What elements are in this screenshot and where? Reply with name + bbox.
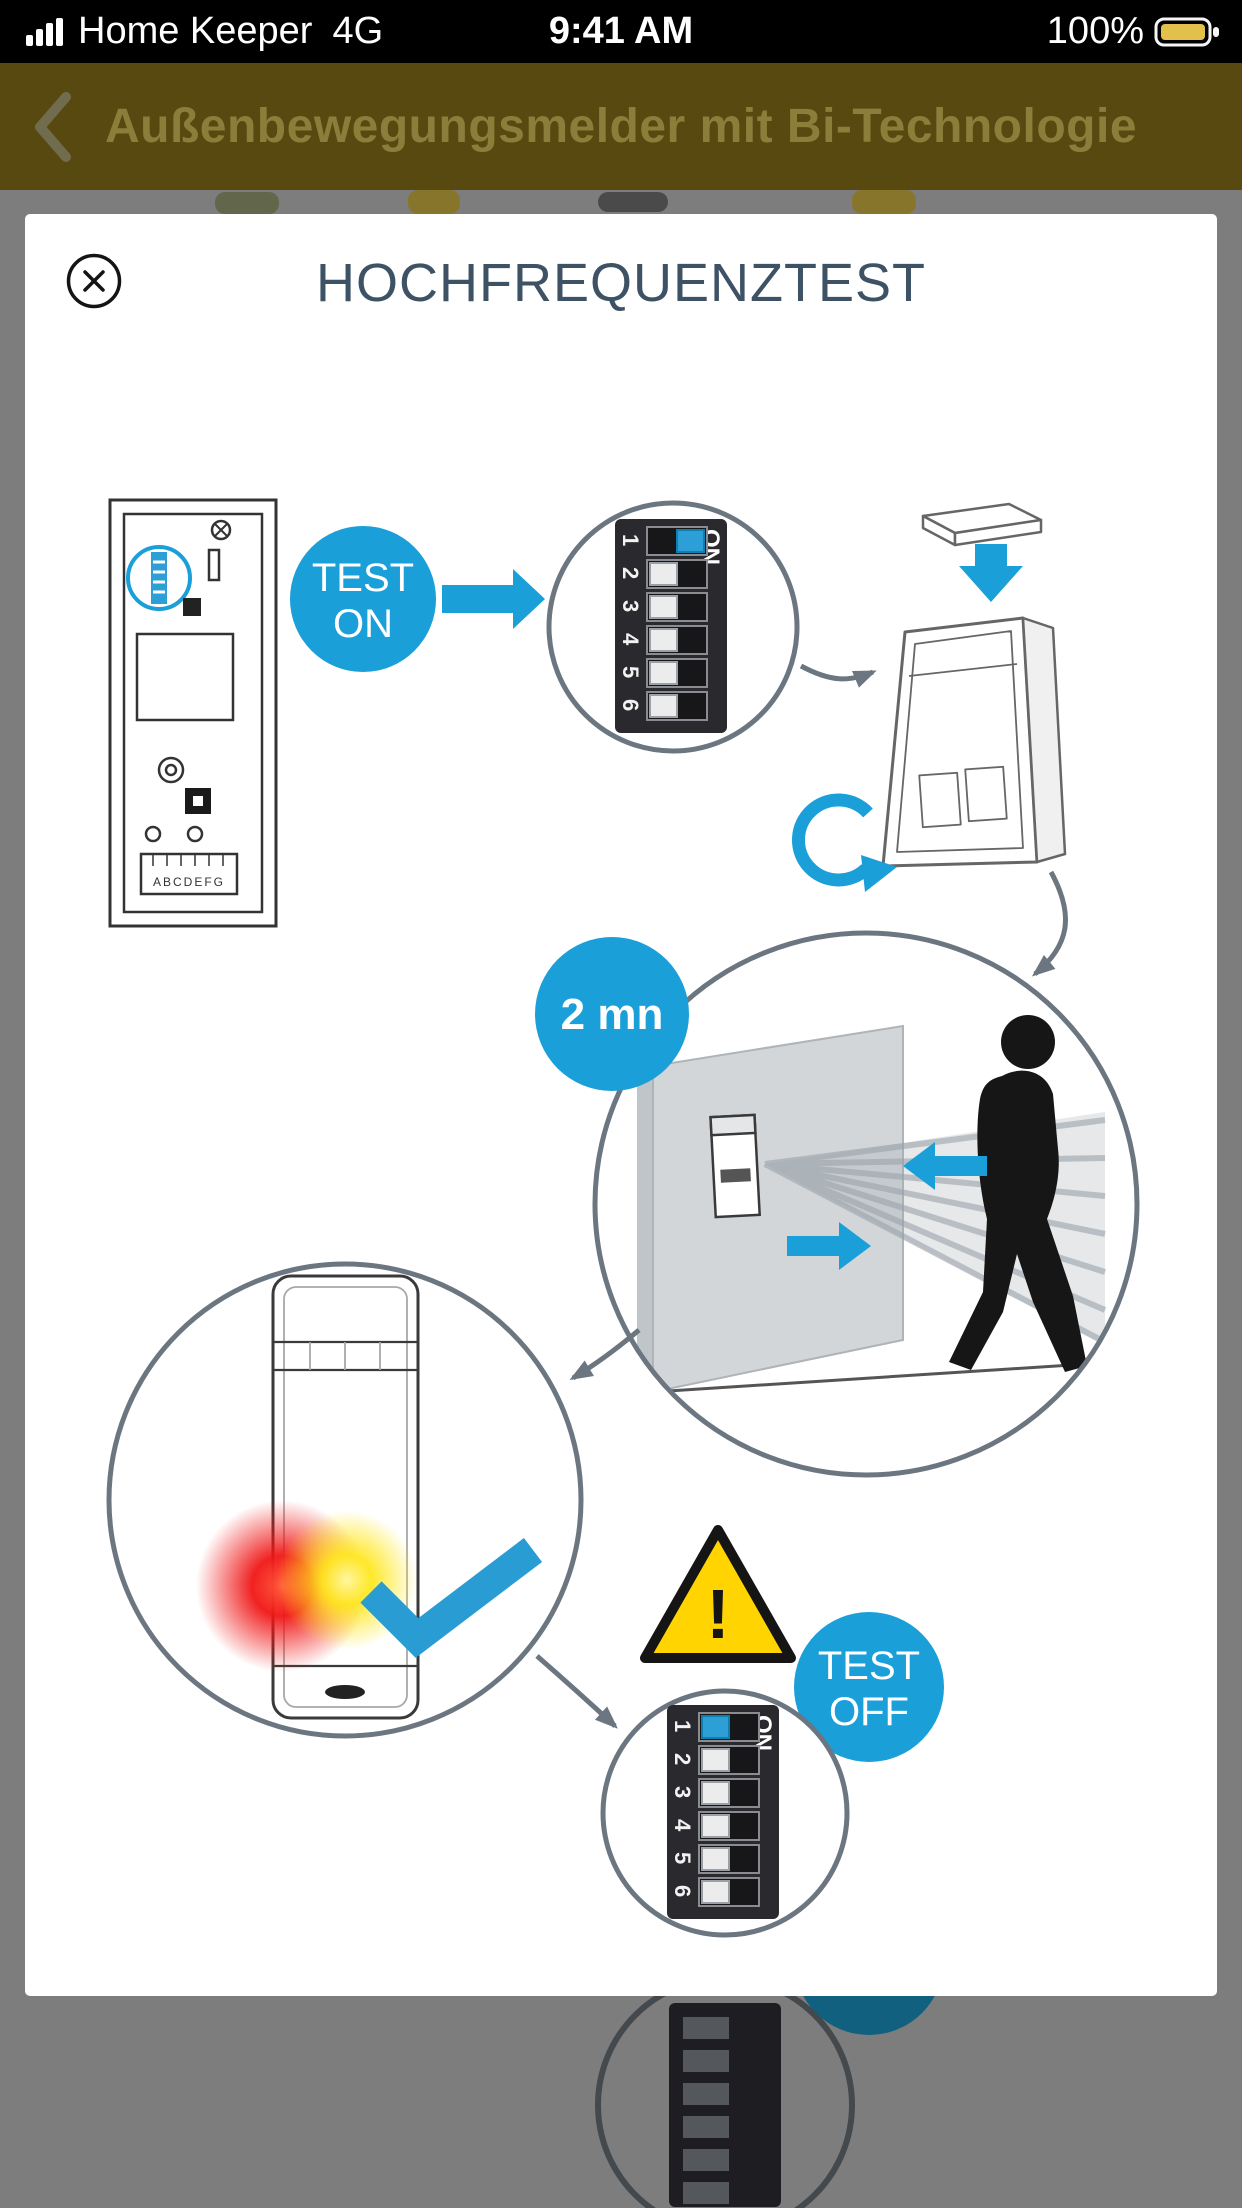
svg-text:4: 4 xyxy=(618,633,643,646)
warning-icon: ! xyxy=(640,1525,796,1663)
battery-percent-label: 100% xyxy=(1046,10,1144,52)
battery-compartment xyxy=(135,632,235,722)
clock-text: 9:41 AM xyxy=(548,10,694,52)
carrier-label: Home Keeper xyxy=(78,10,313,52)
checkmark-icon xyxy=(360,1538,543,1658)
floor-line xyxy=(652,1362,1088,1394)
svg-text:2 mn: 2 mn xyxy=(561,990,664,1039)
svg-text:1: 1 xyxy=(618,534,643,546)
terminal-label: ABCDEFG xyxy=(153,875,225,889)
connector-arrow xyxy=(799,663,877,688)
svg-text:2: 2 xyxy=(618,567,643,579)
chevron-left-icon xyxy=(35,91,71,162)
svg-text:3: 3 xyxy=(670,1786,695,1798)
dip-switch-zoom-on: ON 1 2 3 4 5 6 xyxy=(546,500,800,754)
status-bar: Home Keeper 4G 9:41 AM 100% xyxy=(0,0,1242,63)
close-button[interactable] xyxy=(65,252,123,310)
status-left: Home Keeper 4G xyxy=(26,0,383,63)
housing-assembly xyxy=(881,502,1067,868)
dip-highlight-circle xyxy=(126,545,192,611)
wall-side xyxy=(637,1066,653,1392)
arrow-down-icon xyxy=(959,544,1023,602)
svg-text:TEST: TEST xyxy=(818,1644,920,1688)
nav-bar: Außenbewegungsmelder mit Bi-Technologie xyxy=(0,63,1242,190)
dip-cap-1-on xyxy=(676,529,705,553)
dip-switch-zoom-off: ON 1 2 3 4 5 6 xyxy=(600,1688,850,1938)
mini-dip-switch xyxy=(151,552,167,604)
svg-text:6: 6 xyxy=(618,699,643,711)
pcb-open-view: ABCDEFG xyxy=(108,498,278,928)
screw-icon xyxy=(210,519,232,541)
back-button[interactable] xyxy=(26,89,82,165)
dimmed-icon-hint xyxy=(852,190,916,214)
network-type-label: 4G xyxy=(332,10,384,52)
dimmed-icon-hint xyxy=(215,192,279,214)
connector-arrow xyxy=(569,1328,641,1381)
motion-test-scene xyxy=(592,930,1140,1478)
svg-text:4: 4 xyxy=(670,1819,695,1832)
cellular-signal-icon xyxy=(26,17,63,46)
svg-text:OFF: OFF xyxy=(829,1690,909,1734)
timer-badge: 2 mn xyxy=(535,937,689,1091)
instruction-diagram: ABCDEFG TEST ON ON 1 2 3 xyxy=(106,498,1140,1938)
page-title: Außenbewegungsmelder mit Bi-Technologie xyxy=(104,100,1138,153)
battery-icon xyxy=(1154,17,1219,46)
adjust-screw-icon xyxy=(157,756,185,784)
svg-text:3: 3 xyxy=(618,600,643,612)
instruction-modal: ABCDEFG TEST ON ON 1 2 3 xyxy=(25,214,1217,1996)
wall-detector xyxy=(709,1113,762,1219)
connector-arrow xyxy=(535,1654,618,1729)
svg-text:ON: ON xyxy=(333,602,393,646)
arrow-right-icon xyxy=(442,569,545,629)
svg-text:TEST: TEST xyxy=(312,556,414,600)
svg-text:1: 1 xyxy=(670,1720,695,1732)
modal-title: HOCHFREQUENZTEST xyxy=(316,253,926,313)
dimmed-dip-switch-caps xyxy=(683,2017,729,2207)
dip-cap-1-off xyxy=(701,1715,730,1739)
test-off-badge: TEST OFF xyxy=(794,1612,944,1762)
svg-text:2: 2 xyxy=(670,1753,695,1765)
dimmed-icon-hint xyxy=(408,190,460,214)
circle-x-icon xyxy=(66,253,122,309)
rotate-arrow-icon xyxy=(791,793,897,892)
terminal-block xyxy=(139,852,239,896)
person-silhouette xyxy=(949,1015,1087,1372)
walk-arrow-right-icon xyxy=(787,1222,871,1270)
svg-text:!: ! xyxy=(706,1575,729,1653)
svg-text:6: 6 xyxy=(670,1885,695,1897)
svg-text:5: 5 xyxy=(618,666,643,678)
connector-arrow xyxy=(1031,870,1069,977)
svg-text:5: 5 xyxy=(670,1852,695,1864)
clock: 9:41 AM xyxy=(0,0,1242,63)
led-check-scene xyxy=(106,1261,584,1739)
walk-arrow-left-icon xyxy=(903,1142,987,1190)
dimmed-icon-hint xyxy=(598,192,668,212)
test-on-badge: TEST ON xyxy=(290,526,436,672)
status-right: 100% xyxy=(1047,0,1222,63)
